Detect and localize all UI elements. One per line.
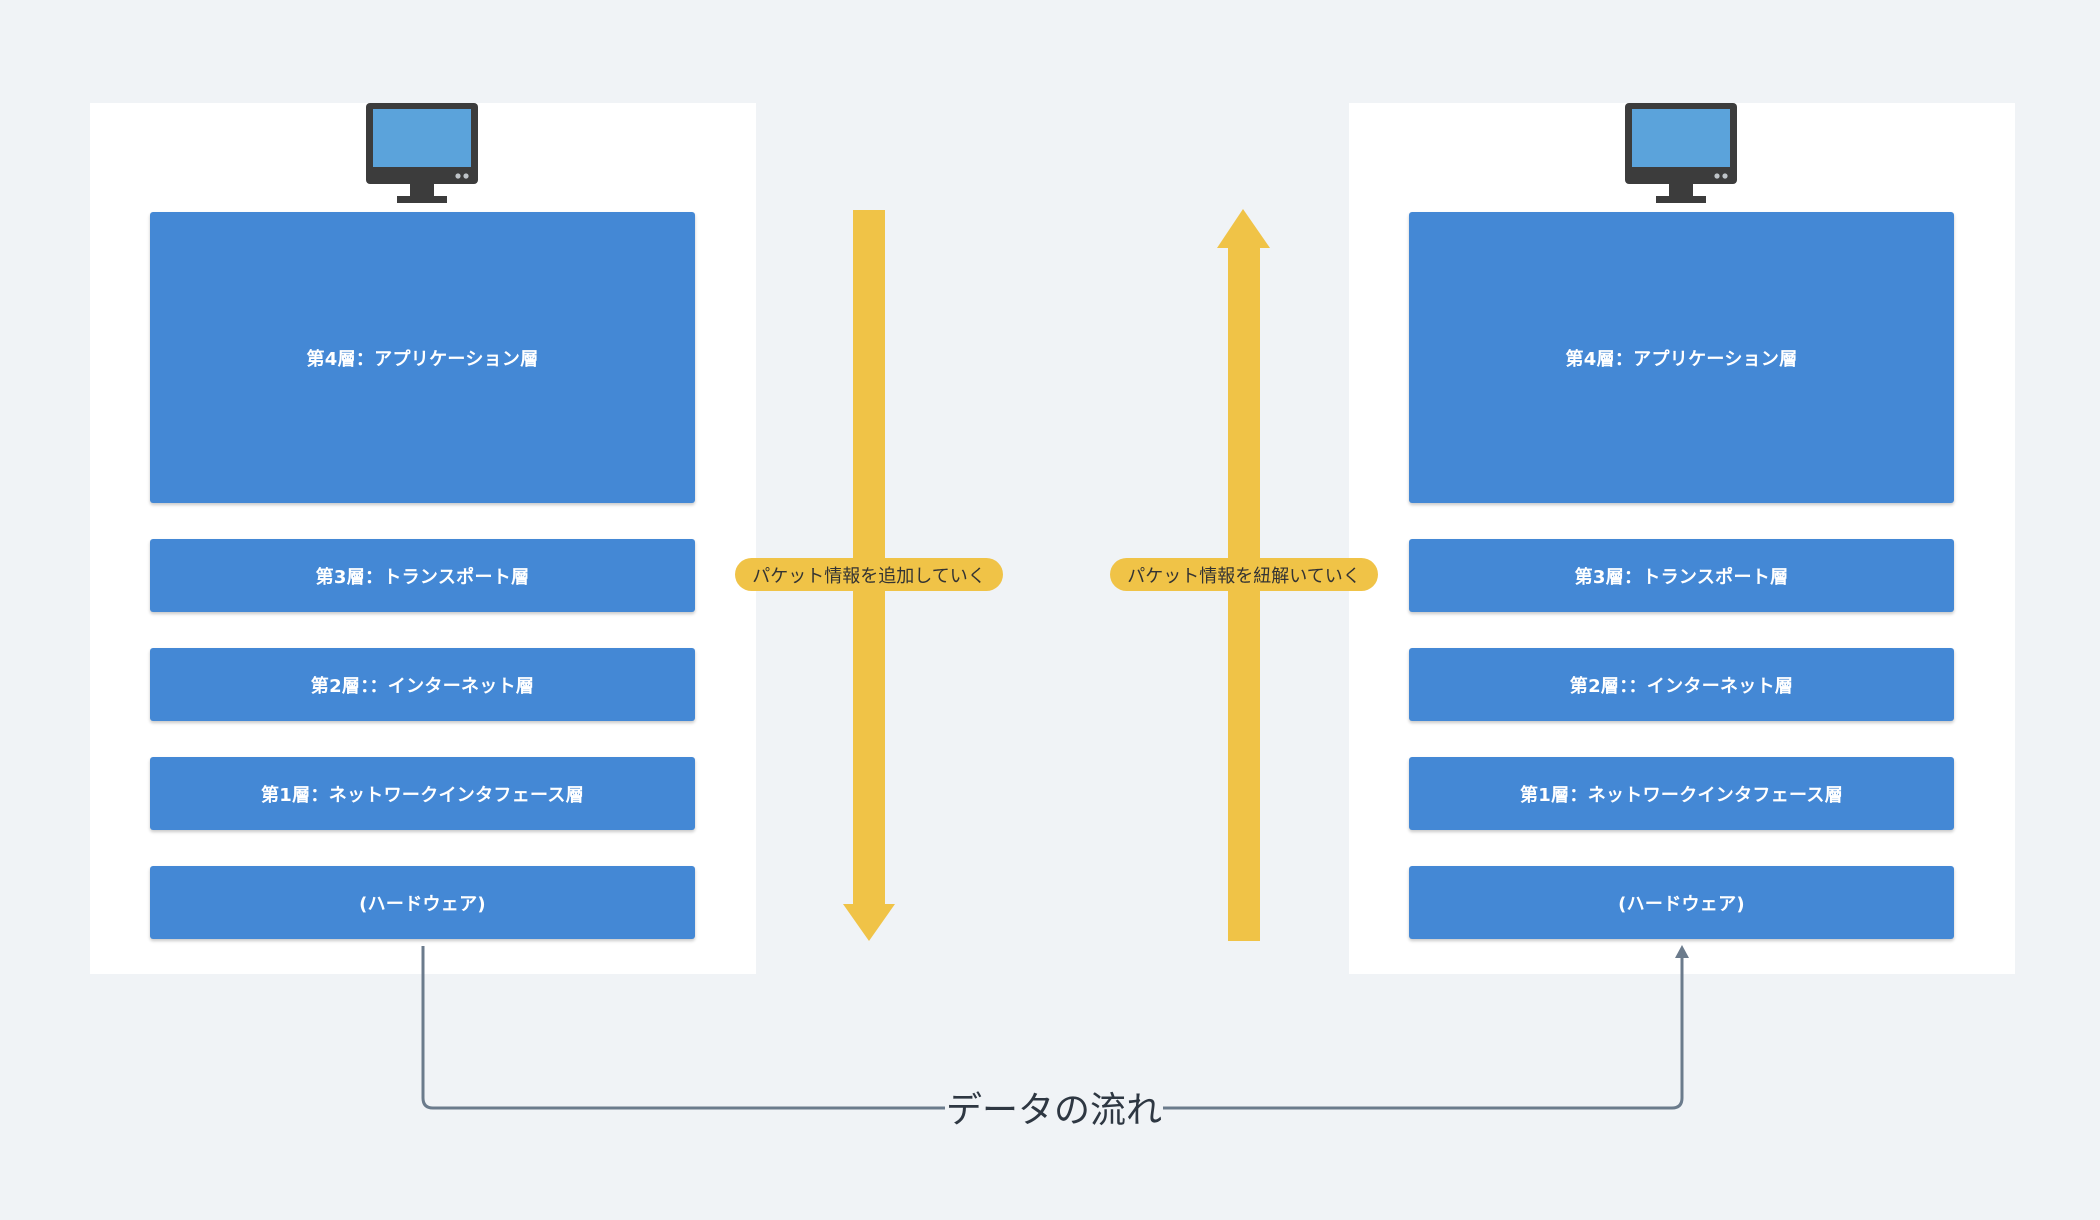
layer-network-interface: 第1層：ネットワークインタフェース層 — [150, 757, 695, 830]
data-flow-label: データの流れ — [945, 1082, 1163, 1132]
receiver-host-panel: 第4層：アプリケーション層 第3層：トランスポート層 第2層：：インターネット層… — [1349, 103, 2015, 974]
layer-application: 第4層：アプリケーション層 — [1409, 212, 1954, 503]
layer-hardware: (ハードウェア) — [1409, 866, 1954, 939]
layer-transport: 第3層：トランスポート層 — [150, 539, 695, 612]
layer-hardware: (ハードウェア) — [150, 866, 695, 939]
layer-transport: 第3層：トランスポート層 — [1409, 539, 1954, 612]
decapsulation-label: パケット情報を紐解いていく — [1110, 558, 1378, 591]
layer-network-interface: 第1層：ネットワークインタフェース層 — [1409, 757, 1954, 830]
encapsulation-label: パケット情報を追加していく — [735, 558, 1003, 591]
layer-application: 第4層：アプリケーション層 — [150, 212, 695, 503]
sender-host-panel: 第4層：アプリケーション層 第3層：トランスポート層 第2層：：インターネット層… — [90, 103, 756, 974]
monitor-icon — [366, 103, 478, 203]
monitor-icon — [1625, 103, 1737, 203]
layer-internet: 第2層：：インターネット層 — [1409, 648, 1954, 721]
layer-internet: 第2層：：インターネット層 — [150, 648, 695, 721]
